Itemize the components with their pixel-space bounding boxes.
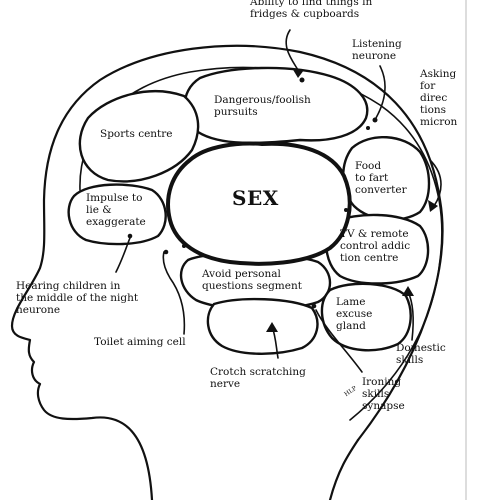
label-listening: Listening neurone (352, 38, 402, 62)
lobe-sports (78, 90, 200, 183)
label-find-things: Ability to find things in fridges & cupb… (250, 0, 373, 20)
lobe-tv (325, 213, 430, 285)
brain-edge (79, 66, 443, 421)
pointer-listening (375, 65, 386, 119)
label-directions: Asking for direc tions micron (420, 68, 458, 128)
label-toilet: Toilet aiming cell (94, 336, 186, 348)
label-food: Food to fart converter (355, 160, 407, 196)
label-tv: TV & remote control addic tion centre (340, 228, 411, 264)
label-domestic: Domestic skills (396, 342, 446, 366)
label-sex: SEX (232, 186, 279, 210)
label-impulse: Impulse to lie & exaggerate (86, 192, 146, 228)
label-ironing: Ironing skills synapse (362, 376, 405, 412)
pointer-directions (429, 159, 442, 207)
lobe-crotch (206, 297, 319, 355)
label-avoid: Avoid personal questions segment (202, 268, 302, 292)
neck-outline (328, 438, 360, 500)
head-outline (10, 44, 444, 500)
lobe-sex (166, 141, 352, 266)
lobe-lame (320, 282, 412, 352)
label-hearing: Hearing children in the middle of the ni… (16, 280, 139, 316)
label-crotch: Crotch scratching nerve (210, 366, 306, 390)
pointer-find-things (285, 29, 299, 71)
label-sports: Sports centre (100, 128, 173, 140)
pointer-ironing (315, 309, 363, 373)
lobe-impulse (67, 183, 167, 246)
pointer-toilet (162, 251, 186, 335)
pointer-hearing (115, 237, 131, 273)
label-lame: Lame excuse gland (336, 296, 373, 332)
label-dangerous: Dangerous/foolish pursuits (214, 94, 311, 118)
